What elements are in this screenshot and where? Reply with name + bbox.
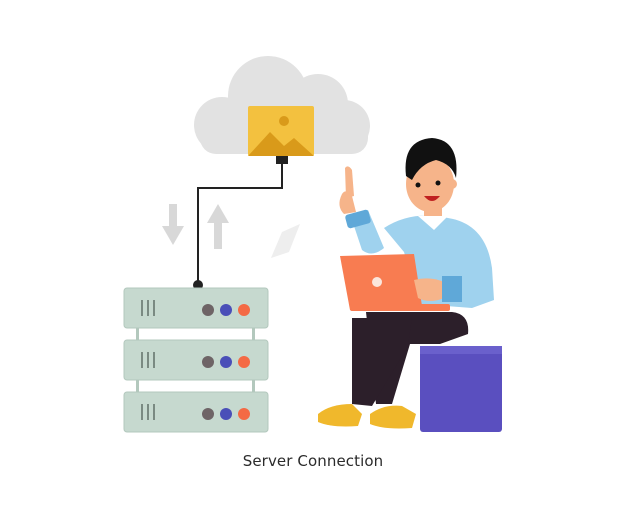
server-unit	[123, 287, 269, 329]
server-unit	[123, 339, 269, 381]
arrow-down-icon	[162, 204, 184, 245]
server-rack-icon	[123, 287, 269, 433]
cable	[197, 162, 283, 282]
arrow-up-icon	[207, 204, 229, 249]
decorative-shape	[271, 224, 300, 258]
person-with-laptop	[318, 138, 494, 429]
laptop-icon	[340, 254, 450, 311]
caption: Server Connection	[242, 452, 384, 470]
server-unit	[123, 391, 269, 433]
cube-seat	[420, 346, 502, 432]
image-icon	[248, 106, 314, 164]
